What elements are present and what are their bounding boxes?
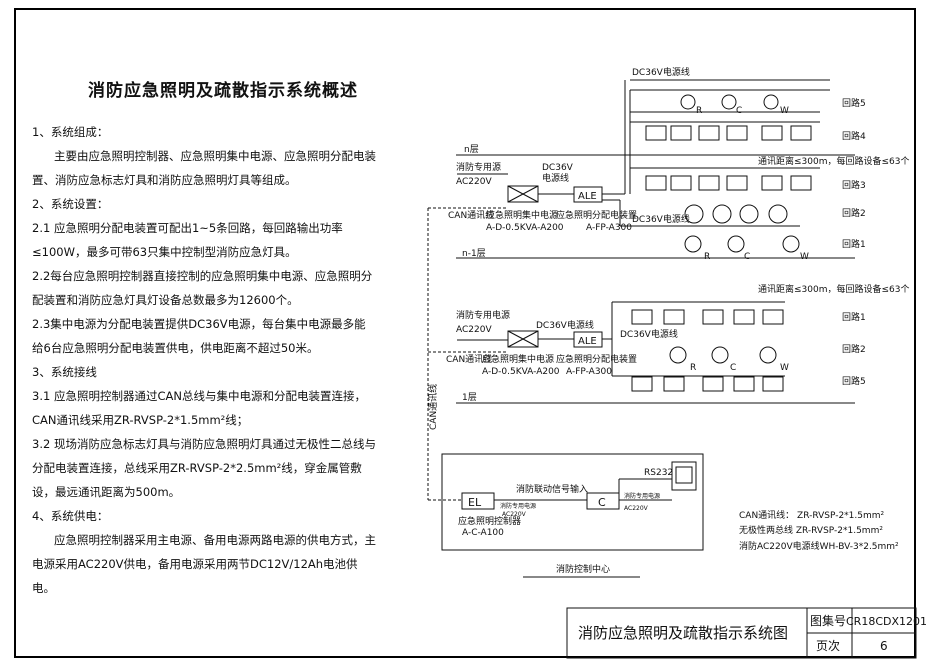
circuit-2-label: 回路2 — [842, 207, 866, 219]
ale-label-1f: ALE — [578, 336, 597, 347]
fire-power-label: 消防专用源 — [456, 161, 501, 173]
section-4-body: 应急照明控制器采用主电源、备用电源两路电源的供电方式，主电源采用AC220V供电… — [32, 533, 376, 595]
page-number: 6 — [880, 639, 888, 653]
circuit-3-label: 回路3 — [842, 179, 866, 191]
title-block-name: 消防应急照明及疏散指示系统图 — [578, 624, 788, 642]
floor-n-label: n层 — [464, 144, 479, 155]
lamp-r-label-1f: R — [690, 363, 696, 373]
controller-label: 应急照明控制器 — [458, 515, 521, 527]
ac220-label: AC220V — [456, 177, 492, 187]
overview-text: 1、系统组成： 主要由应急照明控制器、应急照明集中电源、应急照明分配电装置、消防… — [32, 120, 377, 600]
circuit-1-label: 回路1 — [842, 238, 866, 250]
can-line-label-1f: CAN通讯线 — [446, 353, 492, 365]
lamp-w-label-1f: W — [780, 363, 789, 373]
can-line-label: CAN通讯线 — [448, 209, 494, 221]
dc36-power-line-label-2: DC36V电源线 — [632, 213, 690, 225]
circuit-5-label: 回路5 — [842, 97, 866, 109]
lamp-w-label: W — [780, 106, 789, 116]
legend-bus: 无极性两总线 ZR-RVSP-2*1.5mm² — [739, 524, 883, 536]
atlas-number: CR18CDX1201 — [846, 615, 927, 628]
title-block — [566, 607, 917, 659]
ac220-small: AC220V — [502, 511, 527, 518]
circuit-4-label: 回路4 — [842, 130, 866, 142]
lamp-w-label-2: W — [800, 252, 809, 262]
c-label: C — [598, 496, 606, 509]
circuit-2-label-1f: 回路2 — [842, 343, 866, 355]
fire-power-small-2: 消防专用电源 — [624, 492, 660, 500]
drawing-frame — [14, 8, 916, 658]
section-2-heading: 2、系统设置： — [32, 197, 109, 211]
dc36-power-line-label: DC36V电源线 — [632, 66, 690, 78]
section-2-1: 2.1 应急照明分配电装置可配出1~5条回路，每回路输出功率≤100W，最多可带… — [32, 221, 343, 259]
section-1-heading: 1、系统组成： — [32, 125, 109, 139]
legend-power: 消防AC220V电源线WH-BV-3*2.5mm² — [739, 540, 899, 552]
circuit-1-label-1f: 回路1 — [842, 311, 866, 323]
can-vertical-label: CAN通讯线 — [427, 384, 439, 430]
dc36-line-label-1f: DC36V电源线 — [536, 319, 594, 331]
lamp-r-label-2: R — [704, 252, 710, 262]
dist-device-model-1f: A-FP-A300 — [566, 367, 612, 377]
ale-label: ALE — [578, 191, 597, 202]
lamp-c-label-1f: C — [730, 363, 736, 373]
dist-device-model: A-FP-A300 — [586, 223, 632, 233]
dc36-line-label-1f-b: DC36V电源线 — [620, 328, 678, 340]
lamp-c-label-2: C — [744, 252, 750, 262]
ac220-label-1f: AC220V — [456, 325, 492, 335]
section-1-body: 主要由应急照明控制器、应急照明集中电源、应急照明分配电装置、消防应急标志灯具和消… — [32, 149, 376, 187]
circuit-5-label-1f: 回路5 — [842, 375, 866, 387]
dist-device-label: 应急照明分配电装置 — [556, 209, 637, 221]
comm-distance-note-2: 通讯距离≤300m，每回路设备≤63个 — [758, 283, 909, 295]
dist-device-label-1f: 应急照明分配电装置 — [556, 353, 637, 365]
central-power-label: 应急照明集中电源 — [486, 209, 558, 221]
dc36-line-label: 电源线 — [542, 172, 569, 184]
controller-model: A-C-A100 — [462, 528, 504, 538]
lamp-c-label: C — [736, 106, 742, 116]
fire-power-small: 消防专用电源 — [500, 502, 536, 510]
section-2-2: 2.2每台应急照明控制器直接控制的应急照明集中电源、应急照明分配装置和消防应急灯… — [32, 269, 373, 307]
page-label: 页次 — [816, 639, 840, 653]
lamp-r-label: R — [696, 106, 702, 116]
section-4-heading: 4、系统供电： — [32, 509, 109, 523]
central-power-label-1f: 应急照明集中电源 — [482, 353, 554, 365]
page-title: 消防应急照明及疏散指示系统概述 — [88, 81, 358, 101]
comm-distance-note: 通讯距离≤300m，每回路设备≤63个 — [758, 155, 909, 167]
dc36-label: DC36V — [542, 163, 574, 173]
section-2-3: 2.3集中电源为分配电装置提供DC36V电源，每台集中电源最多能给6台应急照明分… — [32, 317, 366, 355]
floor-1-label: 1层 — [462, 392, 477, 403]
rs232-label: RS232 — [644, 468, 673, 478]
legend-can: CAN通讯线： ZR-RVSP-2*1.5mm² — [739, 509, 885, 521]
central-power-model-1f: A-D-0.5KVA-A200 — [482, 367, 560, 377]
el-label: EL — [468, 496, 482, 509]
ac220-small-2: AC220V — [624, 505, 649, 512]
section-3-1: 3.1 应急照明控制器通过CAN总线与集中电源和分配电装置连接，CAN通讯线采用… — [32, 389, 366, 427]
section-3-heading: 3、系统接线 — [32, 365, 97, 379]
section-3-2: 3.2 现场消防应急标志灯具与消防应急照明灯具通过无极性二总线与分配电装置连接，… — [32, 437, 376, 499]
linkage-label: 消防联动信号输入 — [516, 483, 588, 495]
central-power-model: A-D-0.5KVA-A200 — [486, 223, 564, 233]
atlas-label: 图集号 — [810, 613, 846, 628]
floor-n1-label: n-1层 — [462, 248, 486, 259]
fire-power-label-1f: 消防专用电源 — [456, 309, 510, 321]
control-center-label: 消防控制中心 — [556, 563, 610, 575]
